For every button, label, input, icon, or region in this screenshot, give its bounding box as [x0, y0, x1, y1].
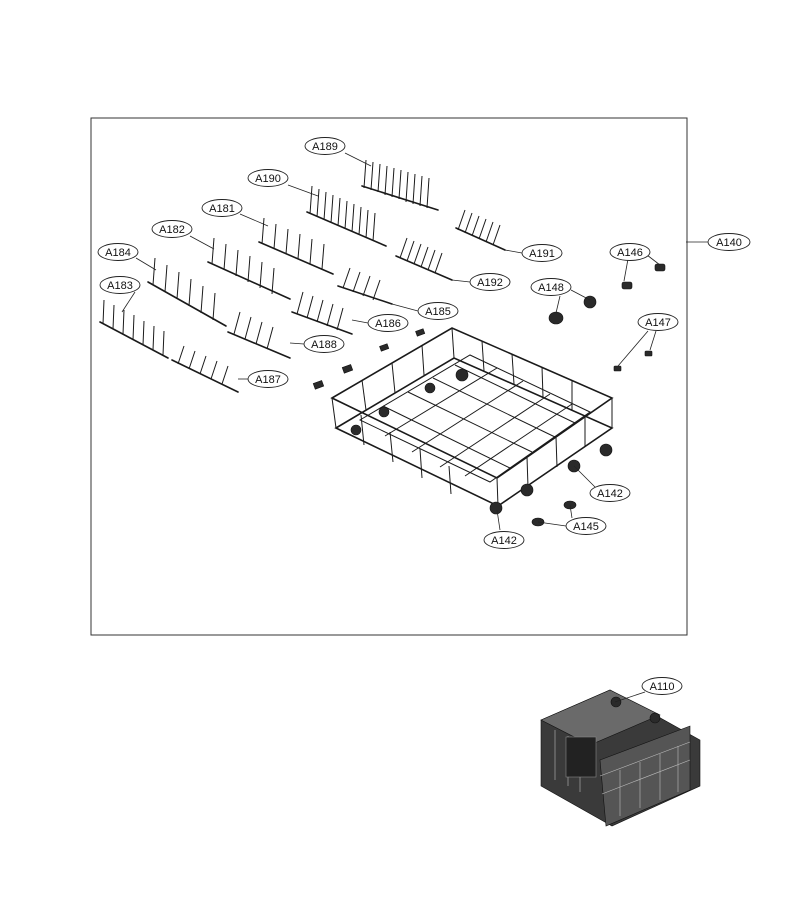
label-a146: A146 — [617, 247, 643, 259]
callout-a192: A192 — [469, 273, 511, 291]
callout-a190: A190 — [247, 169, 289, 187]
part-a148-2 — [583, 295, 597, 309]
label-a190: A190 — [255, 173, 281, 185]
callout-a187: A187 — [247, 370, 289, 388]
callout-a142-bottom: A142 — [483, 531, 525, 549]
diagram-frame — [90, 117, 688, 636]
tine-rack-a192 — [395, 237, 453, 281]
callout-a142-right: A142 — [589, 484, 631, 502]
part-a147-1 — [613, 365, 622, 372]
part-a147-2 — [644, 350, 653, 357]
tine-rack-a191 — [455, 209, 506, 251]
label-a188: A188 — [311, 339, 337, 351]
callout-a185: A185 — [417, 302, 459, 320]
label-a148: A148 — [538, 282, 564, 294]
label-a142-right: A142 — [597, 488, 623, 500]
label-a192: A192 — [477, 277, 503, 289]
callout-a145: A145 — [565, 517, 607, 535]
small-parts-right — [531, 263, 666, 527]
callout-a186: A186 — [367, 314, 409, 332]
callout-a140: A140 — [707, 233, 751, 251]
part-a146-2 — [654, 263, 666, 272]
callout-a148: A148 — [530, 278, 572, 296]
label-a185: A185 — [425, 306, 451, 318]
tine-rack-a189 — [361, 159, 439, 211]
label-a189: A189 — [312, 141, 338, 153]
callout-a182: A182 — [151, 220, 193, 238]
part-a146-1 — [621, 281, 633, 290]
label-a191: A191 — [529, 248, 555, 260]
tine-rack-a187 — [171, 345, 239, 393]
label-a187: A187 — [255, 374, 281, 386]
label-a147: A147 — [645, 317, 671, 329]
callout-a110: A110 — [641, 677, 683, 695]
cutlery-basket-a110 — [540, 689, 701, 827]
label-a182: A182 — [159, 224, 185, 236]
tine-rack-a190 — [306, 185, 387, 247]
tine-rack-a186 — [291, 291, 353, 335]
label-a181: A181 — [209, 203, 235, 215]
callout-a183: A183 — [99, 276, 141, 294]
tine-rack-a183 — [99, 299, 169, 359]
callout-a146: A146 — [609, 243, 651, 261]
label-a184: A184 — [105, 247, 131, 259]
label-a140: A140 — [716, 237, 742, 249]
callout-a189: A189 — [304, 137, 346, 155]
clip-parts — [312, 328, 426, 390]
callout-a188: A188 — [303, 335, 345, 353]
tine-rack-a181 — [258, 217, 334, 275]
tine-rack-a184 — [147, 257, 227, 327]
label-a110: A110 — [650, 681, 675, 693]
lower-basket-a140 — [330, 327, 614, 515]
callout-a147: A147 — [637, 313, 679, 331]
tine-rack-a185 — [337, 267, 393, 305]
callout-a181: A181 — [201, 199, 243, 217]
tine-rack-a188 — [227, 311, 291, 359]
callout-a184: A184 — [97, 243, 139, 261]
tine-rack-a182 — [207, 237, 291, 300]
label-a145: A145 — [573, 521, 599, 533]
callout-a191: A191 — [521, 244, 563, 262]
label-a186: A186 — [375, 318, 401, 330]
part-a148-1 — [548, 311, 564, 325]
label-a183: A183 — [107, 280, 133, 292]
leader-lines — [121, 152, 708, 703]
label-a142-bottom: A142 — [491, 535, 517, 547]
